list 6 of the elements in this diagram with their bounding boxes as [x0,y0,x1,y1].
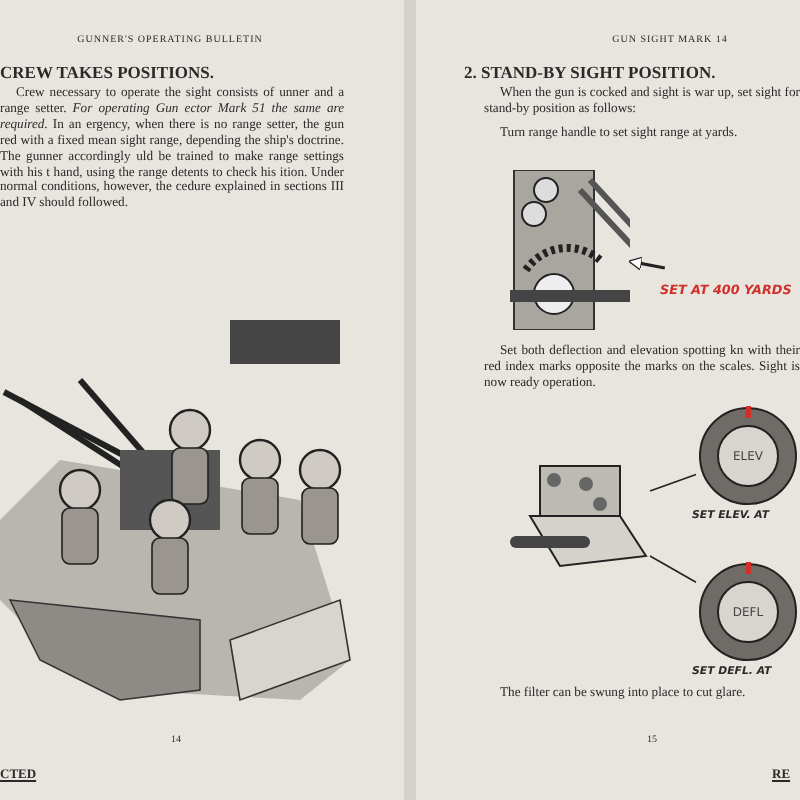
arrow [628,256,666,271]
leader-line [649,555,697,584]
section-heading: 2. STAND-BY SIGHT POSITION. [464,62,718,83]
sight-range-drawing [510,170,630,330]
section-heading: CREW TAKES POSITIONS. [0,62,216,83]
leader-line [649,473,697,492]
